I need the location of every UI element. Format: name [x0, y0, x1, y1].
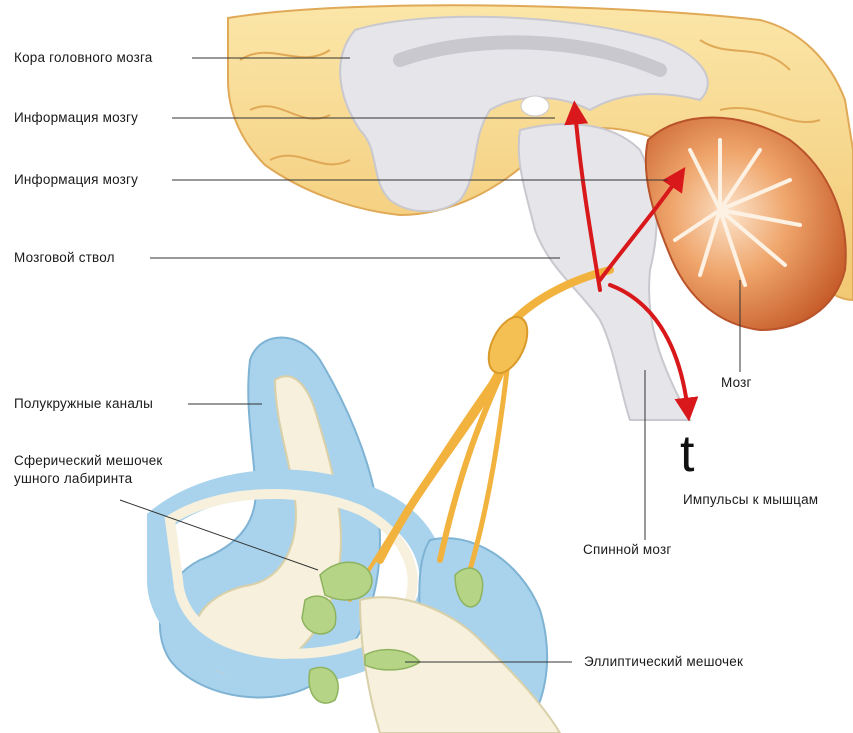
label-semicircular-canals: Полукружные каналы	[14, 396, 153, 411]
label-saccule: Сферический мешочек ушного лабиринта	[14, 452, 204, 488]
label-impulses-to-muscles: Импульсы к мышцам	[683, 492, 818, 507]
vestibular-ganglion	[481, 311, 535, 379]
thalamus	[521, 96, 549, 116]
t-symbol: t	[680, 428, 694, 480]
label-info-to-brain-2: Информация мозгу	[14, 172, 138, 187]
label-utricle: Эллиптический мешочек	[584, 654, 743, 669]
label-info-to-brain-1: Информация мозгу	[14, 110, 138, 125]
label-cerebral-cortex: Кора головного мозга	[14, 50, 153, 65]
label-cerebellum: Мозг	[721, 375, 752, 390]
label-brainstem: Мозговой ствол	[14, 250, 115, 265]
label-spinal-cord: Спинной мозг	[583, 542, 671, 557]
